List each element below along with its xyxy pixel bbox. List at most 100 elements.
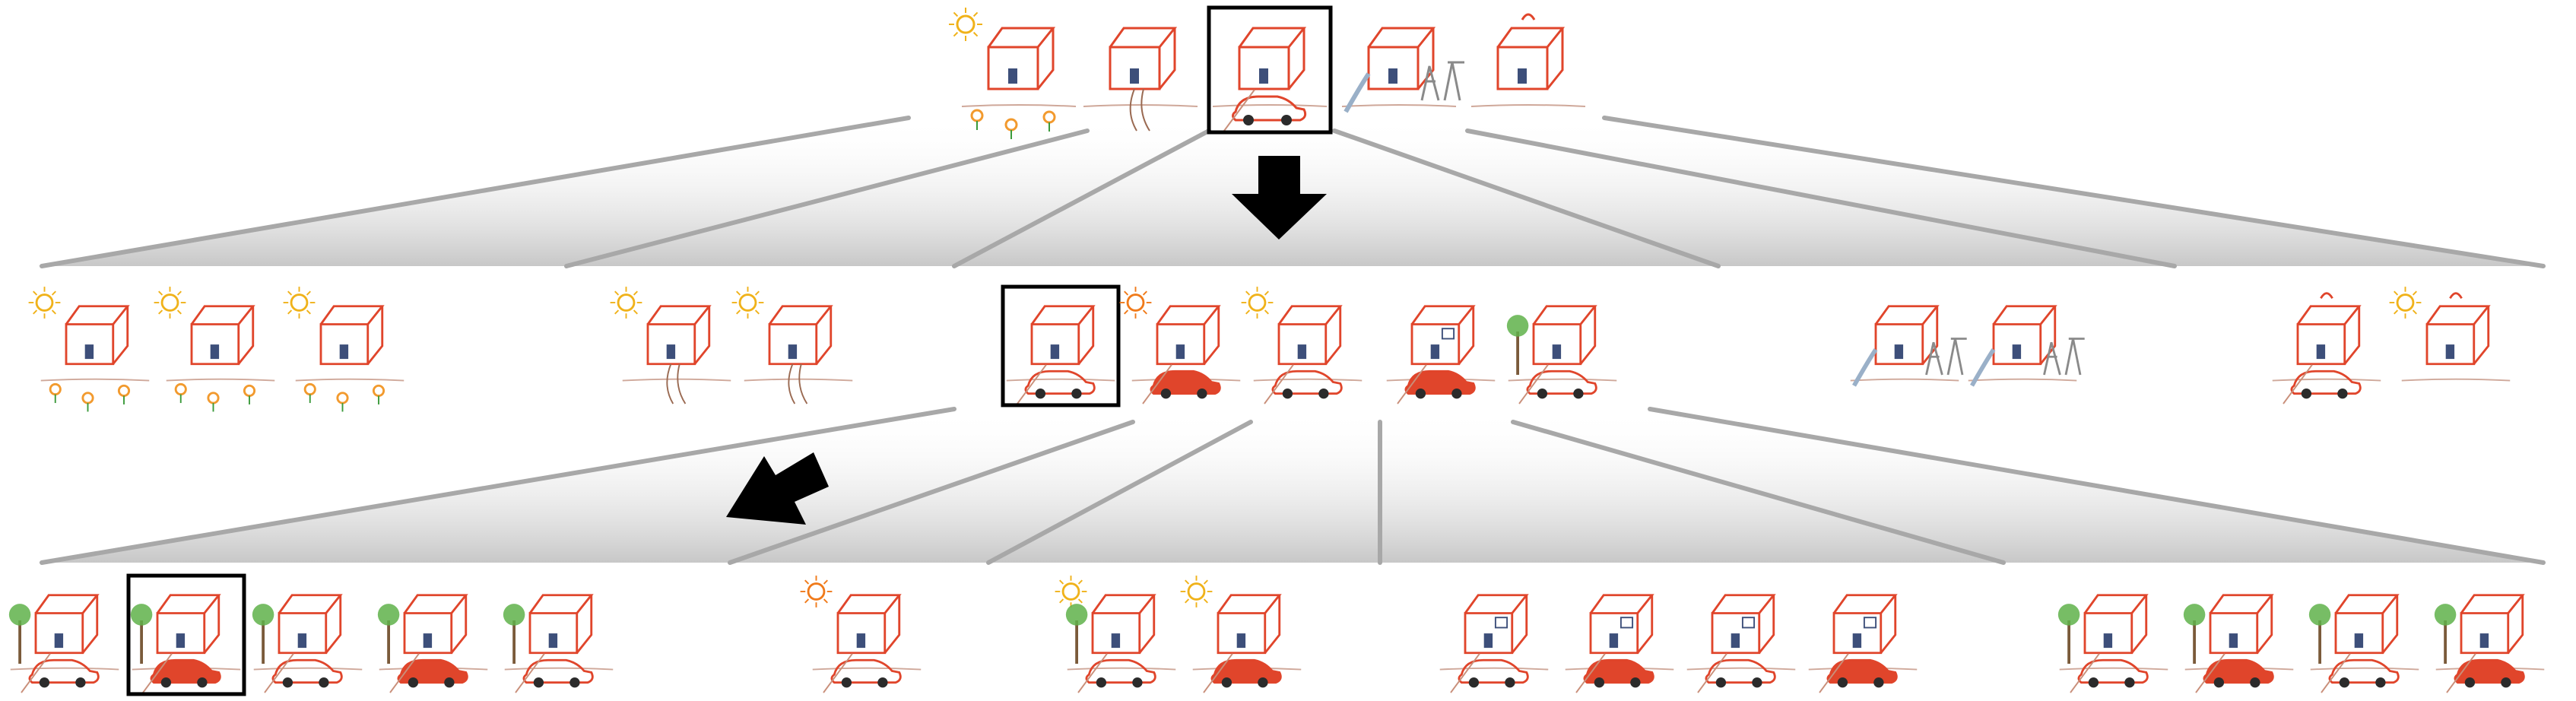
car-icon [1458,658,1529,688]
fan-divider-line [40,407,956,565]
tree-icon [2183,604,2206,665]
fan-divider-line [40,116,911,268]
door-icon [1297,344,1307,360]
car-icon [1024,370,1096,399]
door-icon [297,633,307,649]
sketch-house-path-sun-b [731,287,853,404]
selection-highlight-box [126,573,246,696]
sketch-car-tree-c [252,594,363,693]
door-icon [788,344,798,360]
fan-divider-line [1332,128,1721,268]
sun-icon [800,576,833,607]
flower-icon [970,109,1056,139]
sketch-car-window-b [1565,594,1674,693]
handle-icon [1521,13,1536,21]
selection-highlight-box [1001,284,1121,408]
door-icon [2479,633,2489,649]
door-icon [2316,344,2326,360]
car-icon [1210,658,1282,688]
sketch-car-cactus-a [2057,594,2168,693]
door-icon [1894,344,1904,360]
selection-arrows [726,156,1327,525]
car-icon [1271,370,1343,399]
car-icon [2454,658,2525,688]
door-icon [84,344,94,360]
car-icon [271,658,343,688]
handle-icon [2320,292,2333,300]
car-icon [1705,658,1776,688]
sun-icon [154,287,186,319]
door-icon [1130,68,1139,84]
sketch-house-bag-sun [2389,287,2511,382]
door-icon [2229,633,2238,649]
tree-icon [2308,604,2331,665]
handle-icon [2449,292,2463,300]
sketch-house-car-cactus [1506,305,1617,404]
flower-icon [303,382,385,412]
car-icon [28,658,100,688]
sketch-car-hedge [377,594,488,693]
door-icon [423,633,433,649]
fan-divider-line [564,128,1090,268]
path-icon [666,363,687,404]
path-icon [788,363,808,404]
door-icon [1731,633,1740,649]
fan-divider-line [1602,116,2546,268]
tree-icon [1506,315,1529,376]
sketch-house-flowers-b [154,287,275,412]
door-icon [339,344,349,360]
door-icon [1175,344,1185,360]
sketch-car-green-line [503,594,614,693]
door-icon [2354,633,2364,649]
sketch-car-sun-tree [1055,576,1176,693]
door-icon [856,633,866,649]
car-icon [150,658,221,688]
tree-icon [2057,604,2080,665]
car-icon [830,658,902,688]
path-icon [1129,88,1150,132]
car-icon [1404,370,1476,399]
door-icon [1008,68,1017,84]
car-icon [2203,658,2274,688]
fan-divider-line [1511,420,2006,565]
tree-icon [2434,604,2457,665]
playground-icon [1852,338,1967,387]
door-icon [1259,68,1268,84]
door-icon [1552,344,1562,360]
sketch-house-path-sun-a [610,287,731,404]
car-icon [1583,658,1654,688]
car-icon [2328,658,2400,688]
car-icon [1085,658,1156,688]
sketch-house-car-sun-orange [1119,287,1241,404]
tree-icon [377,604,400,665]
sun-icon [1055,576,1087,607]
window-icon [1741,617,1756,629]
sketch-car-cactus-b [2183,594,2294,693]
door-icon [1388,68,1397,84]
tree-icon [8,604,31,665]
playground-icon [1970,338,2085,387]
sketch-car-window-d [1808,594,1918,693]
car-icon [1526,370,1597,399]
sketch-house-car-window [1386,305,1496,404]
sketch-house-path-roof [1083,27,1198,132]
door-icon [176,633,186,649]
down-left-arrow-icon [726,452,829,525]
door-icon [666,344,676,360]
window-icon [1441,328,1455,340]
sun-icon [28,287,61,319]
sketch-house-bag-handle [1470,13,1586,107]
tree-icon [1065,604,1088,665]
sketch-house-flowers-food [283,287,404,412]
sun-icon [610,287,642,319]
selection-highlight-box [1207,5,1333,135]
down-arrow-icon [1232,156,1327,239]
car-icon [1150,370,1221,399]
door-icon [210,344,220,360]
window-icon [1494,617,1508,629]
window-icon [1620,617,1634,629]
door-icon [548,633,558,649]
fan-divider-line [728,420,1135,565]
